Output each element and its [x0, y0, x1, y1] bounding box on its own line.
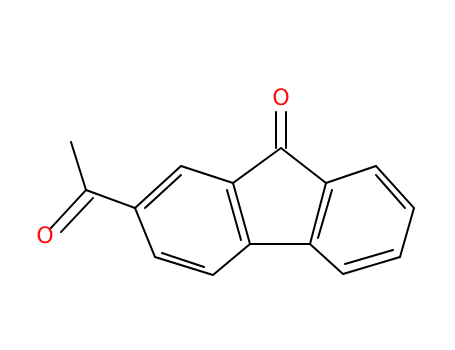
bond-five-ring-2 [280, 147, 327, 184]
bond-right-ring-2 [375, 165, 415, 209]
bond-left-ring-inner-1 [144, 174, 182, 209]
oxygen-ketone-label: O [272, 86, 289, 111]
bond-right-ring-5 [309, 243, 344, 275]
bond-five-ring-1 [232, 147, 282, 184]
bond-right-ring-4 [342, 256, 401, 275]
bond-left-ring-4 [212, 243, 251, 276]
bond-methyl-carbonyl [70, 141, 87, 191]
bond-right-ring-inner-1 [375, 174, 406, 209]
bond-left-ring-6 [134, 207, 156, 258]
oxygen-acetyl-label: O [36, 224, 53, 249]
bond-left-ring-2 [180, 165, 234, 184]
bond-right-ring-3 [399, 207, 415, 258]
bond-right-ring-inner-3 [317, 189, 333, 239]
bond-right-ring-1 [325, 165, 377, 184]
bond-layer [49, 111, 415, 276]
bond-carbonyl-oxygen-left [49, 189, 87, 230]
bond-five-ring-3 [309, 182, 327, 245]
bond-left-ring-inner-3 [161, 252, 205, 268]
bond-carbonyl-oxygen-right [60, 197, 94, 233]
bond-right-ring-inner-2 [344, 249, 394, 265]
bond-left-ring-5 [154, 256, 214, 276]
bond-carbonyl-ring [85, 189, 136, 209]
bond-left-ring-inner-2 [226, 189, 242, 241]
bond-left-ring-3 [232, 182, 251, 245]
bond-left-ring-1 [134, 165, 182, 209]
